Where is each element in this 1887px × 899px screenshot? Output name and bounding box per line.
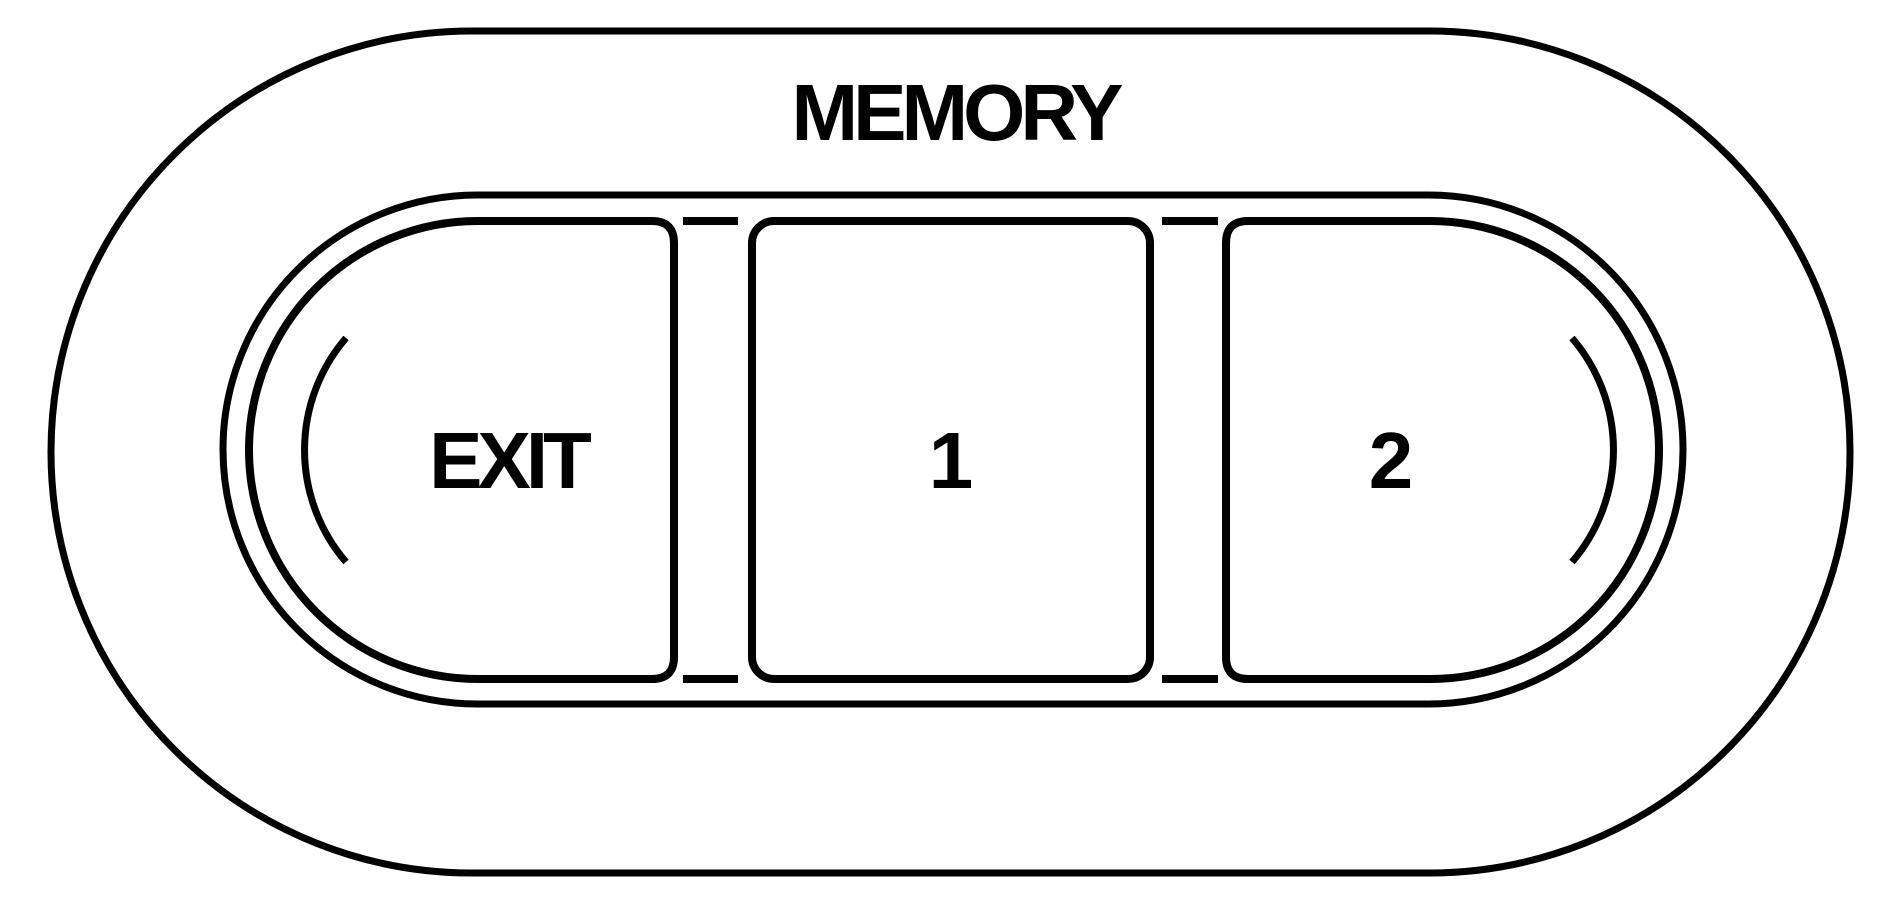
compartment-2	[1222, 217, 1663, 683]
compartment-1	[748, 217, 1154, 683]
exit-label: EXIT	[429, 416, 592, 505]
left-arc-mark	[301, 335, 349, 565]
inner-boundary	[219, 191, 1687, 708]
compartment-2-label: 2	[1369, 416, 1414, 505]
outer-boundary	[47, 27, 1854, 877]
compartment-1-label: 1	[929, 416, 974, 505]
memory-label: MEMORY	[791, 68, 1123, 157]
right-arc-mark	[1569, 335, 1617, 565]
diagram-linework	[47, 27, 1854, 877]
compartment-exit	[245, 217, 678, 683]
